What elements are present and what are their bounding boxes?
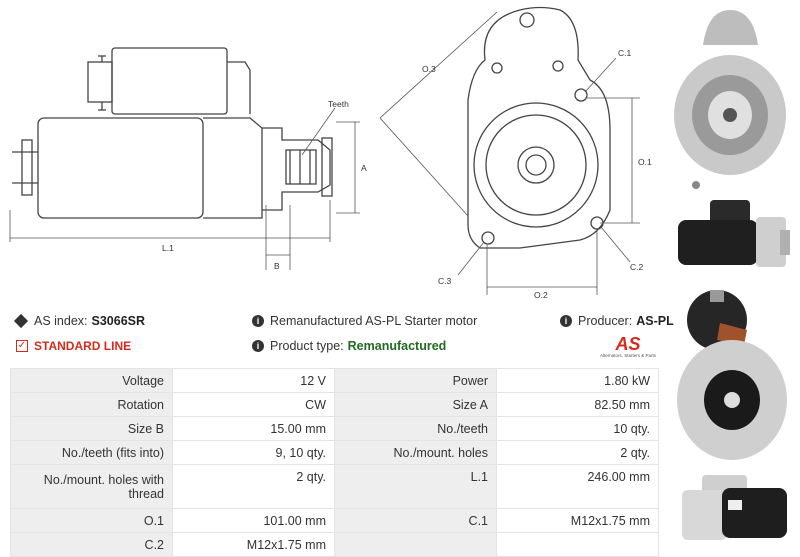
label-teeth: Teeth [328, 99, 349, 109]
label-c3: C.3 [438, 276, 452, 286]
spec-label: Rotation [10, 392, 173, 417]
producer-label: Producer: [578, 314, 633, 328]
label-o2: O.2 [534, 290, 548, 300]
info-icon: i [560, 315, 572, 327]
hole-c1 [574, 88, 588, 102]
hole-c3 [481, 231, 495, 245]
table-row: No./mount. holes with thread 2 qty. L.1 … [10, 464, 659, 509]
label-o3: O.3 [422, 64, 436, 74]
spec-label: Voltage [10, 368, 173, 393]
spec-value: M12x1.75 mm [496, 508, 659, 533]
teeth-leader [301, 107, 336, 156]
spec-label: Size B [10, 416, 173, 441]
solenoid-cap [87, 61, 113, 103]
spec-value [496, 532, 659, 557]
label-c1: C.1 [618, 48, 632, 58]
spec-value: 15.00 mm [172, 416, 335, 441]
spec-label: No./teeth (fits into) [10, 440, 173, 465]
product-type-label: Product type: [270, 339, 344, 353]
table-row: C.2 M12x1.75 mm [10, 532, 659, 557]
producer-value: AS-PL [636, 314, 674, 328]
table-row: O.1 101.00 mm C.1 M12x1.75 mm [10, 508, 659, 533]
logo-mark: AS [615, 334, 641, 354]
spec-value: 82.50 mm [496, 392, 659, 417]
spec-label: Power [334, 368, 497, 393]
spec-value: 2 qty. [496, 440, 659, 465]
label-a: A [361, 163, 367, 173]
as-index: AS index: S3066SR [13, 313, 146, 329]
label-c2: C.2 [630, 262, 644, 272]
label-l1: L.1 [162, 243, 174, 253]
spec-value: 2 qty. [172, 464, 335, 509]
spec-label: C.2 [10, 532, 173, 557]
logo-tagline: Alternators, Starters & Parts [599, 353, 657, 358]
dim-o3 [379, 11, 498, 119]
spec-value: 246.00 mm [496, 464, 659, 509]
producer: i Producer: AS-PL [560, 314, 674, 328]
description-text: Remanufactured AS-PL Starter motor [270, 314, 478, 328]
asl-logo: AS Alternators, Starters & Parts [596, 335, 660, 361]
product-type: i Product type: Remanufactured [252, 339, 446, 353]
table-row: No./teeth (fits into) 9, 10 qty. No./mou… [10, 440, 659, 465]
spec-label: L.1 [334, 464, 497, 509]
spec-value: M12x1.75 mm [172, 532, 335, 557]
table-row: Size B 15.00 mm No./teeth 10 qty. [10, 416, 659, 441]
spec-value: 9, 10 qty. [172, 440, 335, 465]
spec-label: C.1 [334, 508, 497, 533]
info-icon: i [252, 315, 264, 327]
table-row: Rotation CW Size A 82.50 mm [10, 392, 659, 417]
product-photo-rear [677, 290, 787, 460]
info-icon: i [252, 340, 264, 352]
checkbox-check-icon: ✓ [16, 340, 28, 352]
standard-line-label: STANDARD LINE [34, 339, 132, 353]
product-photo-side [678, 200, 790, 267]
tag-icon [13, 313, 29, 329]
spec-value: 101.00 mm [172, 508, 335, 533]
spec-label: No./mount. holes [334, 440, 497, 465]
motor-body [37, 117, 204, 219]
flange-outline [467, 6, 611, 249]
table-row: Voltage 12 V Power 1.80 kW [10, 368, 659, 393]
solenoid-outline [111, 47, 228, 115]
spec-table: Voltage 12 V Power 1.80 kW Rotation CW S… [10, 368, 659, 557]
standard-line: ✓ STANDARD LINE [16, 339, 131, 353]
spec-label: No./teeth [334, 416, 497, 441]
spec-value: 10 qty. [496, 416, 659, 441]
product-type-value: Remanufactured [347, 339, 447, 353]
label-o1: O.1 [638, 157, 652, 167]
product-photo-front [674, 10, 786, 189]
technical-drawing: Teeth A B L.1 O.3 C.1 O.1 O.2 C.2 C.3 [9, 6, 652, 300]
label-b: B [274, 261, 280, 271]
as-index-value: S3066SR [91, 314, 146, 328]
as-index-label: AS index: [34, 314, 88, 328]
spec-label [334, 532, 497, 557]
spec-label: Size A [334, 392, 497, 417]
product-description: i Remanufactured AS-PL Starter motor [252, 314, 477, 328]
spec-label: No./mount. holes with thread [10, 464, 173, 509]
spec-label: O.1 [10, 508, 173, 533]
spec-value: 1.80 kW [496, 368, 659, 393]
spec-value: 12 V [172, 368, 335, 393]
spec-value: CW [172, 392, 335, 417]
product-photo-angle [682, 475, 787, 540]
